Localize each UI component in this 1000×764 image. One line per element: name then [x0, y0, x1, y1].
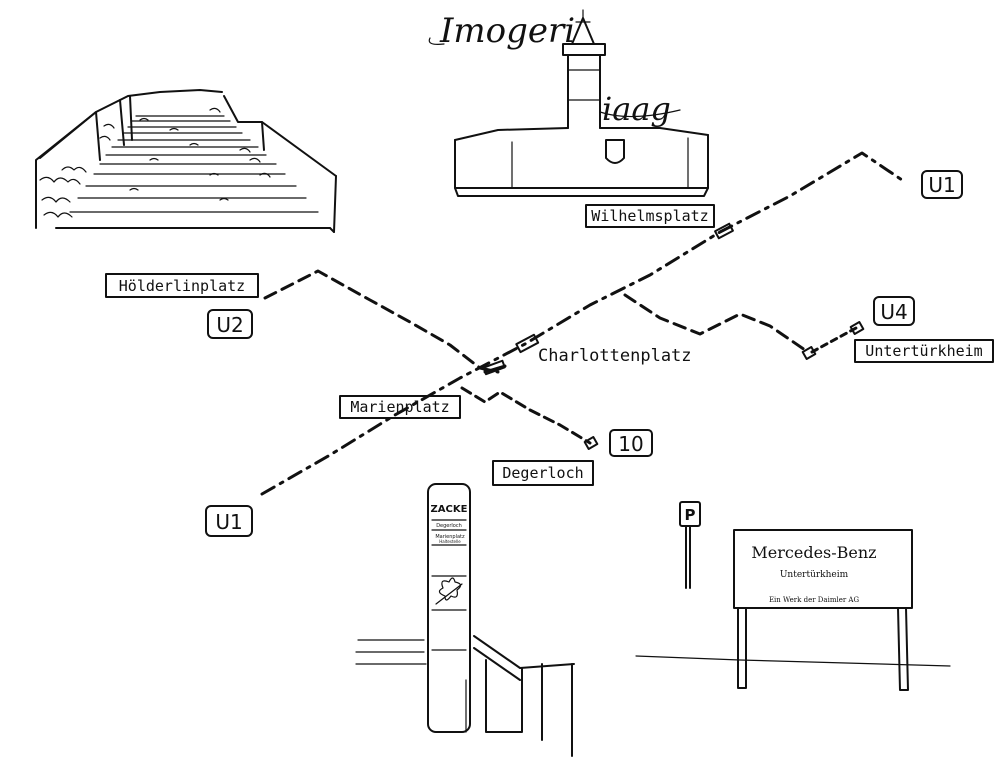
- station-label-charlottenplatz[interactable]: Charlottenplatz: [538, 346, 692, 366]
- parking-letter-text: P: [685, 506, 696, 524]
- line-badge-u1-bottom[interactable]: U1: [205, 505, 253, 537]
- line10-text: 10: [618, 432, 643, 456]
- fountain-logo-tail-text: iaag: [602, 90, 671, 128]
- station-marker-charlottenplatz[interactable]: [515, 333, 540, 354]
- station-marker-wilhelmsplatz[interactable]: [714, 222, 734, 240]
- wilhelmsplatz-text: Wilhelmsplatz: [591, 207, 708, 225]
- fountain-logo-text: Imogeri: [439, 11, 575, 51]
- mercedes-title-text: Mercedes-Benz: [751, 543, 876, 562]
- line-badge-u2[interactable]: U2: [207, 309, 253, 339]
- station-label-marienplatz[interactable]: Marienplatz: [339, 395, 461, 419]
- route-u4[interactable]: [623, 293, 810, 354]
- marienplatz-text: Marienplatz: [350, 398, 449, 416]
- route-line-10[interactable]: [460, 386, 592, 445]
- station-label-wilhelmsplatz[interactable]: Wilhelmsplatz: [585, 204, 715, 228]
- mercedes-footer-text: Ein Werk der Daimler AG: [769, 596, 860, 604]
- u1-bottom-text: U1: [215, 510, 242, 534]
- zacke-title-text: ZACKE: [431, 504, 468, 515]
- route-u4-spur[interactable]: [810, 326, 858, 354]
- stairs-illustration: [35, 89, 337, 233]
- station-marker-u4-end[interactable]: [849, 321, 865, 335]
- u1-top-text: U1: [928, 173, 955, 197]
- untertuerkheim-text: Untertürkheim: [865, 342, 982, 360]
- route-lines: [260, 151, 907, 496]
- station-markers: [482, 222, 865, 450]
- line-badge-10[interactable]: 10: [609, 429, 653, 457]
- parking-sign: P: [679, 501, 701, 589]
- station-marker-charlottenplatz-lower[interactable]: [482, 359, 506, 376]
- route-u1[interactable]: [260, 151, 907, 496]
- line-badge-u1-top[interactable]: U1: [921, 170, 963, 199]
- hoelderlinplatz-text: Hölderlinplatz: [119, 277, 245, 295]
- station-label-hoelderlinplatz[interactable]: Hölderlinplatz: [105, 273, 259, 298]
- mercedes-subtitle-text: Untertürkheim: [780, 570, 849, 580]
- mercedes-benz-sign: Mercedes-Benz Untertürkheim Ein Werk der…: [635, 529, 951, 691]
- zacke-line2-text: Marienplatz: [435, 534, 465, 540]
- u2-text: U2: [216, 313, 243, 337]
- coat-of-arms-icon: [605, 139, 625, 164]
- degerloch-text: Degerloch: [502, 464, 583, 482]
- station-label-degerloch[interactable]: Degerloch: [492, 460, 594, 486]
- zacke-line3-text: Haltestelle: [439, 539, 461, 544]
- charlottenplatz-text: Charlottenplatz: [538, 346, 692, 366]
- line-badge-u4[interactable]: U4: [873, 296, 915, 326]
- u4-text: U4: [880, 300, 907, 324]
- station-label-untertuerkheim[interactable]: Untertürkheim: [854, 339, 994, 363]
- zacke-line1-text: Degerloch: [436, 523, 462, 529]
- station-marker-untertuerkheim[interactable]: [801, 346, 817, 360]
- flower-icon: [435, 577, 463, 605]
- route-connector: [483, 364, 507, 374]
- fountain-illustration: Imogeri iaag: [428, 9, 709, 197]
- station-marker-degerloch[interactable]: [583, 436, 599, 450]
- zacke-sign-illustration: ZACKE Degerloch Marienplatz Haltestelle: [355, 483, 575, 757]
- route-u2[interactable]: [263, 269, 500, 374]
